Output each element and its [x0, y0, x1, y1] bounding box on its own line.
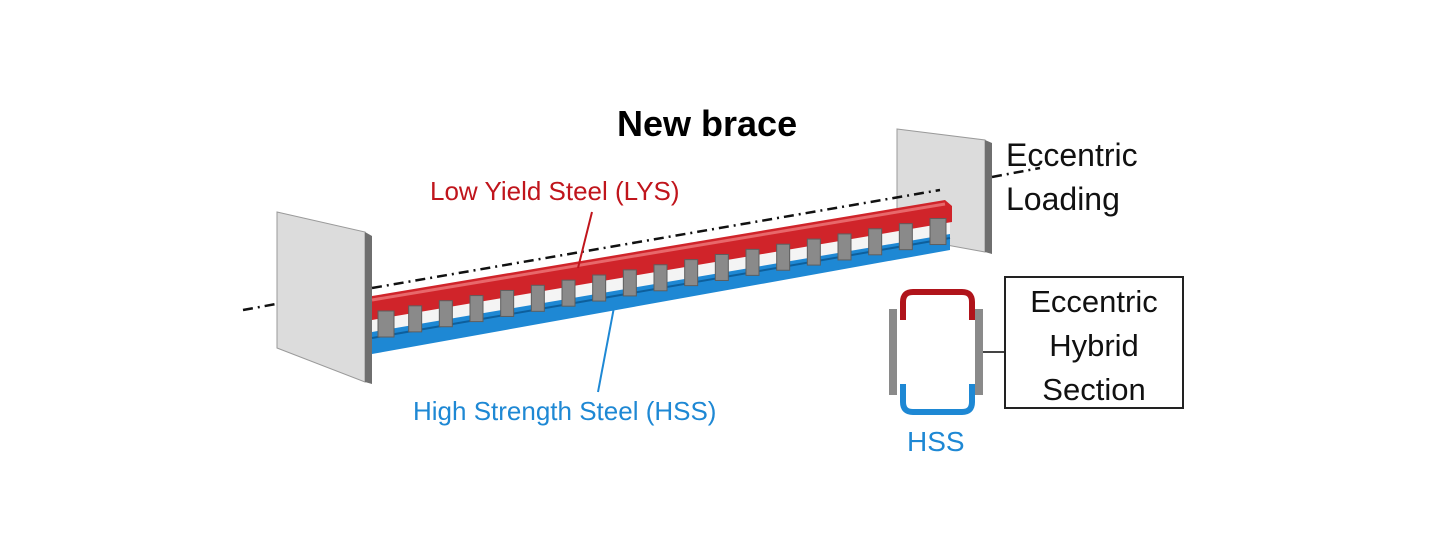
- connector-tab: [776, 243, 791, 271]
- connector-tab: [592, 274, 607, 302]
- section-line-1: Eccentric: [1030, 284, 1158, 319]
- connector-tab: [806, 238, 821, 266]
- hss-leader: [597, 301, 616, 393]
- connector-tab: [868, 228, 883, 256]
- loading-line-2: Loading: [1006, 181, 1120, 217]
- hss-label: High Strength Steel (HSS): [413, 396, 717, 426]
- connector-tab: [377, 310, 395, 338]
- eccentric-loading-label: Eccentric Loading: [1006, 133, 1138, 221]
- connector-tab: [837, 233, 852, 261]
- section-plate-left: [889, 309, 897, 395]
- section-lys-arc: [900, 289, 975, 320]
- connector-tab: [500, 289, 515, 317]
- connector-tab: [408, 305, 423, 333]
- section-label-box: Eccentric Hybrid Section: [1004, 276, 1184, 409]
- right-plate-edge: [985, 140, 992, 254]
- section-line-2: Hybrid: [1049, 328, 1139, 363]
- lys-highlight: [371, 202, 946, 302]
- connector-tab: [530, 284, 545, 312]
- connector-tab: [469, 295, 484, 323]
- connector-tabs: [377, 218, 947, 338]
- connector-tab: [714, 253, 729, 281]
- connector-tab: [684, 259, 699, 287]
- connector-tab: [745, 248, 760, 276]
- title: New brace: [617, 103, 798, 144]
- section-hss-arc: [900, 384, 975, 415]
- lys-member: [372, 200, 952, 320]
- section-line-3: Section: [1042, 372, 1146, 407]
- connector-tab: [438, 300, 453, 328]
- lys-leader: [577, 211, 593, 269]
- section-hss-label: HSS: [907, 426, 965, 457]
- axis-line-main: [371, 188, 941, 290]
- connector-tab: [622, 269, 637, 297]
- left-end-plate: [276, 211, 366, 383]
- connector-tab: [561, 279, 576, 307]
- connector-tab: [653, 264, 668, 292]
- loading-line-1: Eccentric: [1006, 137, 1138, 173]
- left-plate-edge: [365, 232, 372, 384]
- section-plate-right: [975, 309, 983, 395]
- axis-line-right: [991, 166, 1041, 179]
- connector-tab: [898, 223, 913, 251]
- connector-tab: [929, 218, 947, 246]
- lys-label: Low Yield Steel (LYS): [430, 176, 680, 206]
